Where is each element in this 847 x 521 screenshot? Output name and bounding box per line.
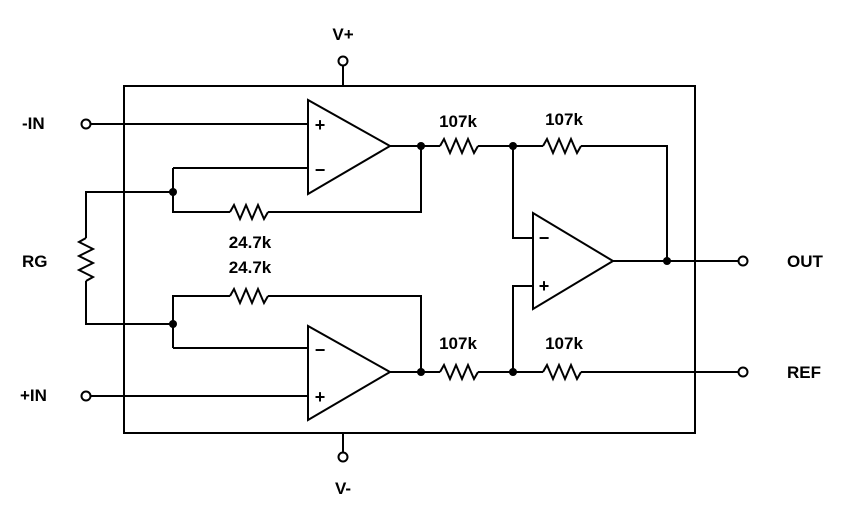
opamp-bottom	[307, 324, 393, 422]
r-fb-top-resistor	[229, 202, 269, 222]
out-junction	[663, 257, 671, 265]
in-pos-pin[interactable]	[80, 390, 92, 402]
top-out-junction	[417, 142, 425, 150]
top-fb-right-wire	[268, 146, 422, 213]
opamp-bottom-minus: −	[315, 340, 326, 360]
vplus-label: V+	[332, 25, 353, 44]
r-fb-out-wire	[581, 145, 668, 261]
rg-top-wire	[85, 191, 173, 238]
vminus-label: V-	[335, 479, 351, 498]
in-pos-label: +IN	[20, 386, 47, 405]
r-fb-out-label: 107k	[545, 110, 583, 129]
opamp-diff-plus: +	[539, 276, 550, 296]
r-fb-bottom-resistor	[229, 286, 269, 306]
in-neg-pin[interactable]	[80, 118, 92, 130]
out-label: OUT	[787, 252, 824, 271]
r-in-top-resistor	[439, 136, 479, 156]
bottom-fb-left-wire	[172, 295, 230, 324]
opamp-top-plus: +	[315, 115, 326, 135]
rg-resistor	[76, 237, 96, 282]
rg-label: RG	[22, 252, 48, 271]
top-inv-junction	[169, 188, 177, 196]
diff-noninv-wire	[512, 285, 533, 372]
bottom-inv-junction	[169, 320, 177, 328]
r-in-bottom-resistor	[439, 362, 479, 382]
r-ref-resistor	[542, 362, 582, 382]
r-fb-bottom-label: 24.7k	[229, 258, 272, 277]
r-in-bottom-label: 107k	[439, 334, 477, 353]
bottom-fb-right-wire	[268, 295, 422, 372]
opamp-top	[307, 98, 393, 196]
diff-inv-wire	[512, 146, 533, 239]
bottom-out-junction	[417, 368, 425, 376]
opamp-bottom-plus: +	[315, 387, 326, 407]
r-fb-out-resistor	[542, 136, 582, 156]
r-fb-top-label: 24.7k	[229, 233, 272, 252]
vminus-pin[interactable]	[337, 451, 349, 463]
r-in-top-label: 107k	[439, 112, 477, 131]
ref-pin[interactable]	[737, 366, 749, 378]
top-fb-left-wire	[172, 192, 230, 213]
package-outline	[123, 85, 696, 434]
r-ref-label: 107k	[545, 334, 583, 353]
out-pin[interactable]	[737, 255, 749, 267]
vplus-pin[interactable]	[337, 55, 349, 67]
opamp-top-minus: −	[315, 160, 326, 180]
ref-label: REF	[787, 363, 821, 382]
opamp-diff	[532, 211, 615, 311]
rg-bottom-wire	[85, 281, 173, 325]
in-neg-label: -IN	[22, 114, 45, 133]
opamp-diff-minus: −	[539, 228, 550, 248]
